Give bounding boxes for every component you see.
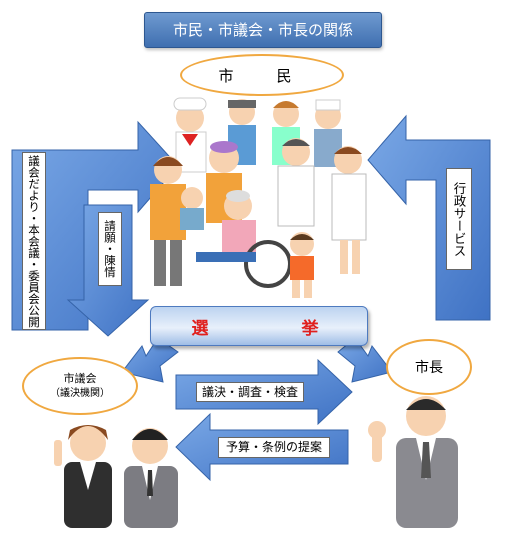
gikai-dayori-label: 議会だより・本会議・委員会公開 xyxy=(22,152,46,330)
mayor-oval: 市長 xyxy=(386,339,472,395)
mayor-label: 市長 xyxy=(415,360,443,376)
council-oval: 市議会 （議決機関） xyxy=(22,357,138,415)
gikai-dayori-arrow xyxy=(11,120,179,331)
election-to-mayor-arrow xyxy=(337,337,393,383)
mayor-illustration xyxy=(368,396,458,528)
yosan-label: 予算・条例の提案 xyxy=(218,437,330,458)
gyosei-label: 行政サービス xyxy=(446,168,472,270)
election-box: 選 挙 xyxy=(150,306,368,346)
diagram-title: 市民・市議会・市長の関係 xyxy=(144,12,382,48)
election-to-council-arrow xyxy=(121,337,179,383)
citizens-illustration xyxy=(150,97,367,298)
citizens-label: 市 民 xyxy=(218,66,306,85)
citizens-oval: 市 民 xyxy=(180,54,344,96)
seigan-label: 請願・陳情 xyxy=(98,212,122,286)
council-name: 市議会 xyxy=(63,372,97,385)
council-members-illustration xyxy=(54,425,178,528)
council-sub: （議決機関） xyxy=(50,388,110,399)
election-label: 選 挙 xyxy=(191,318,357,339)
giketsu-label: 議決・調査・検査 xyxy=(196,382,304,402)
